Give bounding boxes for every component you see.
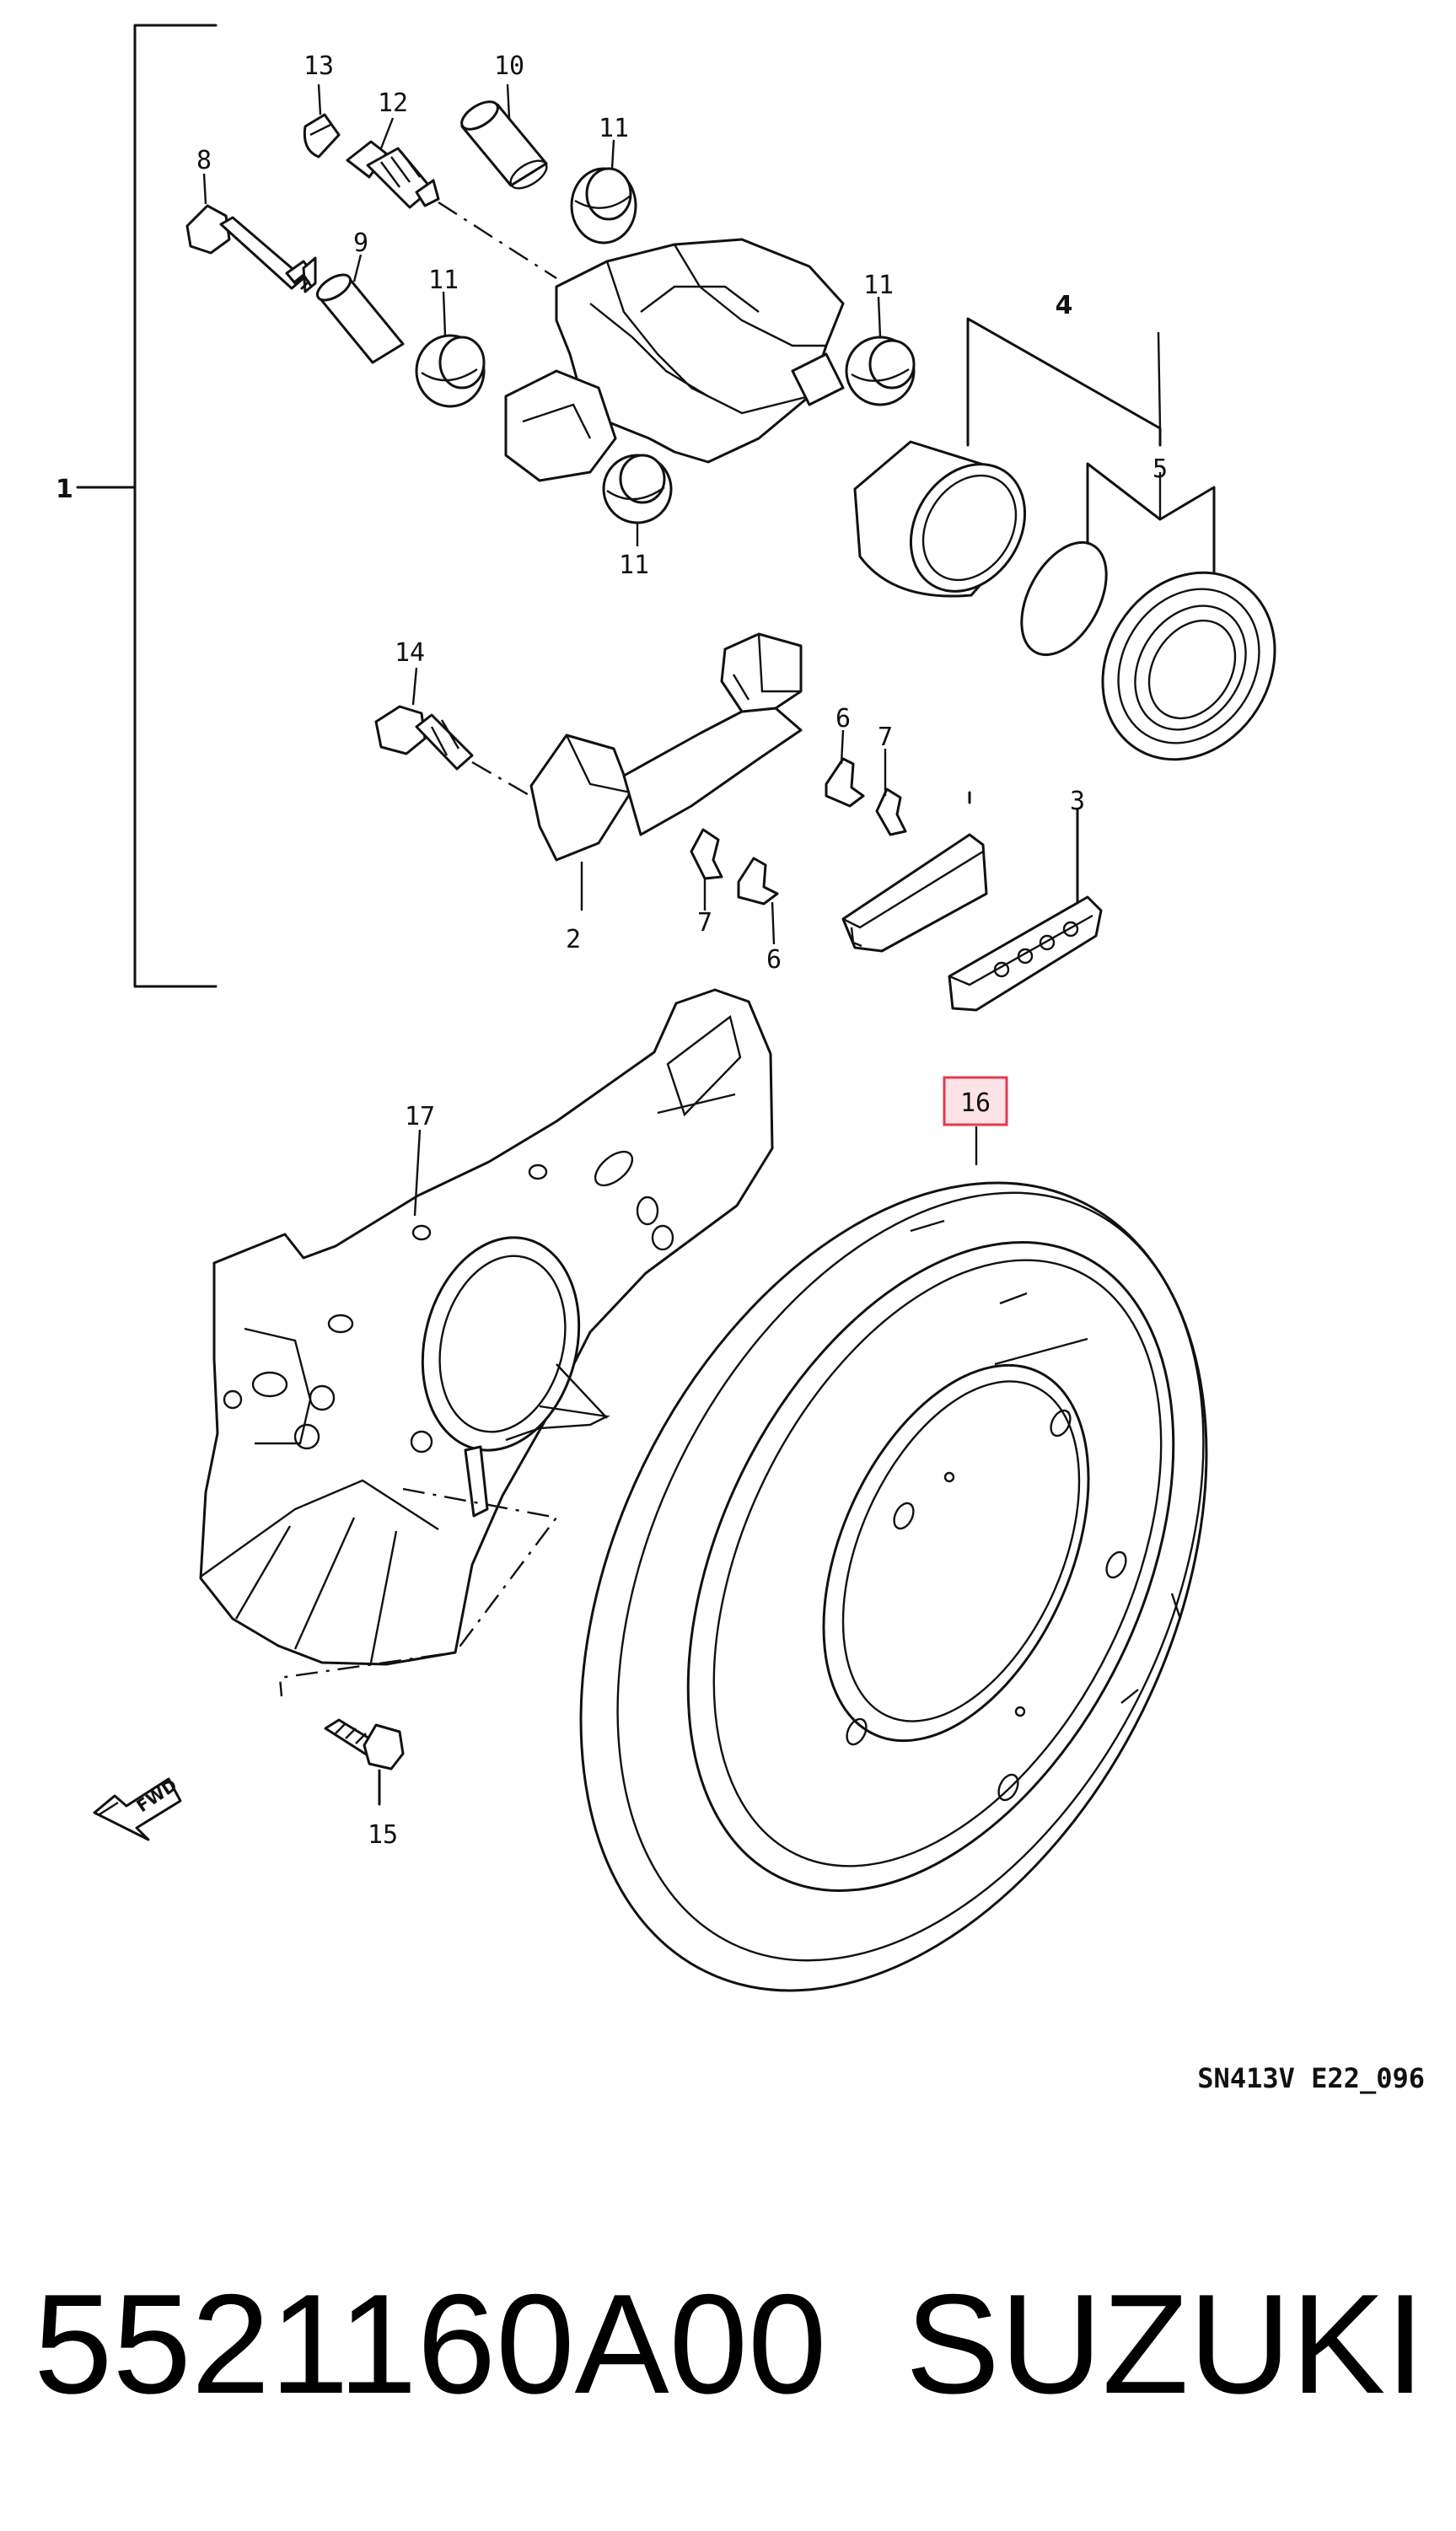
guide-pin-bolt-8 (185, 204, 317, 293)
clip-6-lower (737, 857, 779, 905)
group-3-bracket (968, 791, 1079, 904)
fwd-arrow-icon (93, 1777, 182, 1841)
callout-13[interactable]: 13 (304, 51, 334, 81)
brake-disc (579, 1181, 1208, 1992)
callout-12[interactable]: 12 (378, 89, 408, 118)
shield-bolt-15 (324, 1718, 405, 1806)
boot-11-lower (602, 454, 673, 524)
callout-1[interactable]: 1 (56, 475, 73, 504)
callout-11-upper[interactable]: 11 (599, 114, 629, 143)
callout-16-highlight[interactable]: 16 (943, 1076, 1008, 1126)
callout-6-upper[interactable]: 6 (835, 704, 851, 734)
boot-11-right (845, 336, 916, 406)
group-4-bracket (966, 317, 1162, 447)
sleeve-9 (315, 273, 405, 364)
clip-7-lower (690, 828, 723, 880)
piston-seal (1020, 540, 1108, 657)
clip-7-upper (875, 787, 907, 836)
callout-14[interactable]: 14 (395, 638, 425, 668)
caliper-body (438, 201, 845, 482)
callout-4[interactable]: 4 (1056, 291, 1073, 320)
group-1-bracket (76, 24, 218, 988)
bracket-bolt-14 (374, 705, 537, 801)
clip-6-upper (825, 757, 865, 808)
callout-11-right[interactable]: 11 (863, 271, 894, 300)
boot-11-left (415, 334, 486, 408)
callout-9[interactable]: 9 (353, 228, 368, 258)
callout-labels: 1 2 3 4 5 6 6 7 7 8 9 10 11 11 11 11 12 … (56, 51, 1168, 1850)
diagram-reference-code: SN413V E22_096 (1197, 2062, 1425, 2094)
callout-3[interactable]: 3 (1070, 787, 1085, 816)
cap-13 (303, 113, 341, 159)
callout-5[interactable]: 5 (1152, 454, 1168, 484)
callout-16[interactable]: 16 (960, 1088, 991, 1118)
callout-15[interactable]: 15 (368, 1820, 398, 1850)
brand-name: SUZUKI (905, 2265, 1425, 2423)
group-5-bracket (1086, 462, 1216, 575)
callout-7-upper[interactable]: 7 (878, 723, 893, 752)
callout-10[interactable]: 10 (494, 51, 524, 81)
dust-boot-ring (1101, 571, 1276, 761)
leader-lines (202, 83, 1162, 1217)
callout-6-lower[interactable]: 6 (766, 945, 782, 975)
callout-8[interactable]: 8 (196, 146, 212, 175)
callout-11-lower[interactable]: 11 (619, 551, 649, 580)
dust-shield (199, 988, 774, 1697)
callout-17[interactable]: 17 (405, 1102, 435, 1131)
callout-11-left[interactable]: 11 (428, 266, 459, 295)
brake-pad-3-upper (841, 833, 988, 953)
piston (853, 440, 1027, 598)
caliper-support-bracket (529, 632, 803, 862)
sleeve-10 (460, 100, 548, 190)
boot-11-upper (570, 167, 637, 245)
part-number: 5521160A00 (34, 2265, 827, 2423)
brake-pad-3-lower (948, 895, 1103, 1012)
callout-2[interactable]: 2 (566, 925, 581, 954)
callout-7-lower[interactable]: 7 (697, 908, 712, 938)
bleeder-screw-12 (346, 140, 440, 209)
